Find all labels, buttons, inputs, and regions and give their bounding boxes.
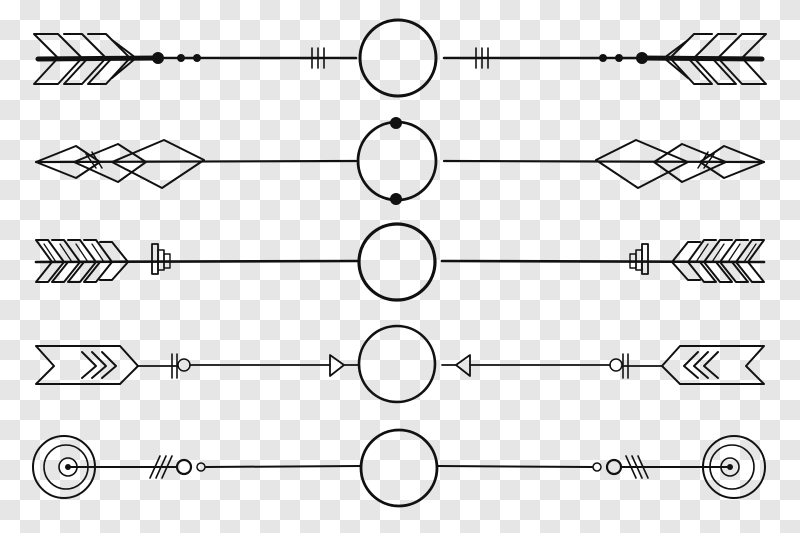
arrow-divider-row-1 [33,18,767,98]
divider-1-right-arrow [442,33,767,85]
arrow-divider-row-5 [32,428,766,508]
bead-icon [152,52,164,64]
divider-2-right-arrow [442,139,766,189]
bead-icon [196,462,206,472]
center-ring-icon [356,120,438,202]
arrow-divider-row-4 [35,324,765,404]
divider-1-left-arrow [33,33,358,85]
divider-5-right-arrow [437,435,766,499]
divider-2-left-arrow [34,139,358,189]
bead-icon [390,193,402,205]
divider-3-left-arrow [34,239,360,283]
center-ring-icon [357,222,437,302]
bead-icon [390,117,402,129]
arrow-divider-row-2 [34,117,766,205]
center-ring-icon [357,324,437,404]
bead-icon [193,54,201,62]
divider-4-right-arrow [441,345,765,385]
arrow-divider-row-3 [34,222,766,302]
bead-icon [177,54,185,62]
divider-5-left-arrow [32,435,361,499]
center-ring-icon [359,428,439,508]
divider-4-left-arrow [35,345,359,385]
bead-icon [177,358,191,372]
center-ring-icon [358,18,438,98]
divider-3-right-arrow [440,239,766,283]
bead-icon [175,458,193,476]
